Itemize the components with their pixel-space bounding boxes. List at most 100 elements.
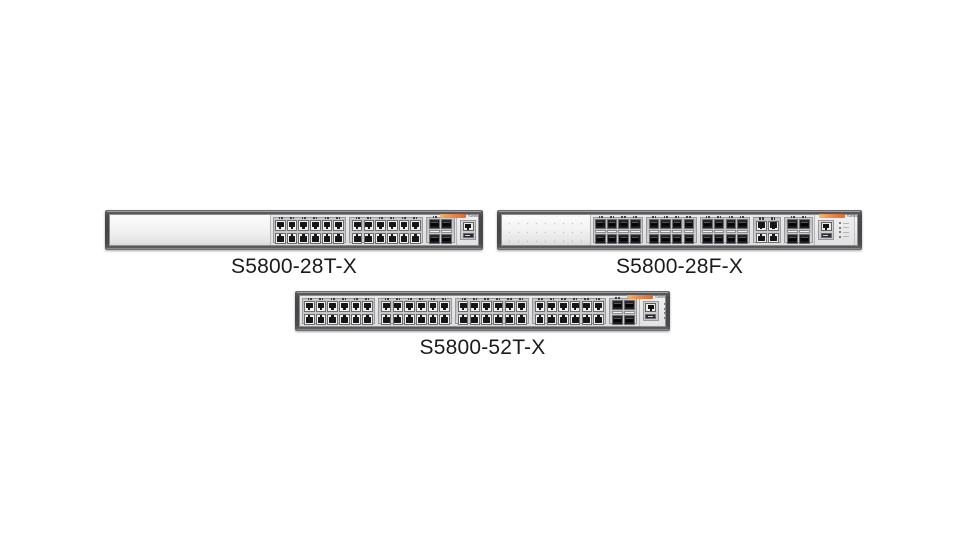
usb-port[interactable] (645, 313, 657, 319)
rj45-port[interactable] (492, 301, 504, 313)
sfp-port[interactable] (606, 219, 618, 230)
rj45-port[interactable] (363, 232, 375, 244)
console-rj45-port[interactable] (462, 222, 474, 232)
rj45-port[interactable] (350, 313, 362, 325)
rj45-port[interactable] (310, 220, 321, 232)
sfp-port[interactable] (683, 219, 695, 230)
rj45-port[interactable] (481, 301, 492, 313)
rj45-port[interactable] (410, 220, 421, 232)
sfp-port[interactable] (441, 234, 453, 245)
rj45-port[interactable] (275, 232, 286, 244)
rj45-port[interactable] (350, 301, 362, 313)
rj45-port[interactable] (392, 313, 404, 325)
rj45-port[interactable] (427, 301, 439, 313)
rj45-port[interactable] (481, 313, 492, 325)
sfp-port[interactable] (660, 234, 671, 245)
sfp-port[interactable] (630, 234, 641, 245)
rj45-port[interactable] (504, 313, 516, 325)
rj45-port[interactable] (457, 313, 469, 325)
rj45-port[interactable] (362, 313, 373, 325)
sfp-port[interactable] (713, 219, 725, 230)
sfp-port[interactable] (441, 219, 453, 230)
rj45-port[interactable] (427, 313, 439, 325)
console-rj45-port[interactable] (645, 303, 657, 313)
sfp-port[interactable] (702, 234, 713, 245)
sfp-port[interactable] (606, 234, 618, 245)
sfp-port[interactable] (648, 219, 660, 230)
rj45-port[interactable] (767, 232, 779, 243)
rj45-port[interactable] (516, 301, 527, 313)
rj45-port[interactable] (286, 232, 298, 244)
rj45-port[interactable] (275, 220, 286, 232)
rj45-port[interactable] (315, 313, 327, 325)
rj45-port[interactable] (534, 301, 546, 313)
sfp-port[interactable] (713, 234, 725, 245)
rj45-port[interactable] (569, 301, 581, 313)
sfp-port[interactable] (611, 315, 623, 326)
sfp-port[interactable] (702, 219, 713, 230)
rj45-port[interactable] (404, 313, 415, 325)
rj45-port[interactable] (546, 313, 557, 325)
sfp-port[interactable] (683, 234, 695, 245)
rj45-port[interactable] (593, 313, 604, 325)
rj45-port[interactable] (410, 232, 421, 244)
sfp-port[interactable] (671, 219, 683, 230)
sfp-port[interactable] (428, 219, 440, 230)
rj45-port[interactable] (298, 220, 309, 232)
sfp-port[interactable] (623, 300, 635, 311)
rj45-port[interactable] (315, 301, 327, 313)
rj45-port[interactable] (469, 313, 481, 325)
sfp-port[interactable] (786, 234, 798, 245)
sfp-port[interactable] (799, 234, 811, 245)
rj45-port[interactable] (767, 220, 779, 232)
rj45-port[interactable] (558, 301, 569, 313)
rj45-port[interactable] (581, 301, 593, 313)
rj45-port[interactable] (375, 232, 386, 244)
rj45-port[interactable] (380, 301, 392, 313)
sfp-port[interactable] (737, 219, 748, 230)
rj45-port[interactable] (310, 232, 321, 244)
rj45-port[interactable] (398, 220, 410, 232)
sfp-port[interactable] (786, 219, 798, 230)
rj45-port[interactable] (363, 220, 375, 232)
sfp-port[interactable] (611, 300, 623, 311)
rj45-port[interactable] (351, 220, 363, 232)
rj45-port[interactable] (321, 220, 333, 232)
rj45-port[interactable] (469, 301, 481, 313)
rj45-port[interactable] (375, 220, 386, 232)
console-rj45-port[interactable] (820, 222, 832, 232)
rj45-port[interactable] (516, 313, 527, 325)
sfp-port[interactable] (623, 315, 635, 326)
sfp-port[interactable] (725, 234, 736, 245)
rj45-port[interactable] (398, 232, 410, 244)
rj45-port[interactable] (755, 232, 767, 243)
rj45-port[interactable] (569, 313, 581, 325)
rj45-port[interactable] (404, 301, 415, 313)
rj45-port[interactable] (304, 313, 315, 325)
rj45-port[interactable] (339, 313, 350, 325)
rj45-port[interactable] (286, 220, 298, 232)
rj45-port[interactable] (327, 301, 338, 313)
sfp-port[interactable] (648, 234, 660, 245)
rj45-port[interactable] (333, 232, 344, 244)
rj45-port[interactable] (380, 313, 392, 325)
rj45-port[interactable] (504, 301, 516, 313)
rj45-port[interactable] (755, 220, 767, 232)
sfp-port[interactable] (725, 219, 736, 230)
rj45-port[interactable] (416, 301, 427, 313)
rj45-port[interactable] (333, 220, 344, 232)
rj45-port[interactable] (558, 313, 569, 325)
usb-port[interactable] (820, 232, 832, 238)
rj45-port[interactable] (546, 301, 557, 313)
rj45-port[interactable] (339, 301, 350, 313)
sfp-port[interactable] (799, 219, 811, 230)
sfp-port[interactable] (737, 234, 748, 245)
rj45-port[interactable] (492, 313, 504, 325)
rj45-port[interactable] (457, 301, 469, 313)
sfp-port[interactable] (671, 234, 683, 245)
rj45-port[interactable] (593, 301, 604, 313)
sfp-port[interactable] (618, 219, 629, 230)
rj45-port[interactable] (304, 301, 315, 313)
sfp-port[interactable] (595, 234, 606, 245)
sfp-port[interactable] (660, 219, 671, 230)
